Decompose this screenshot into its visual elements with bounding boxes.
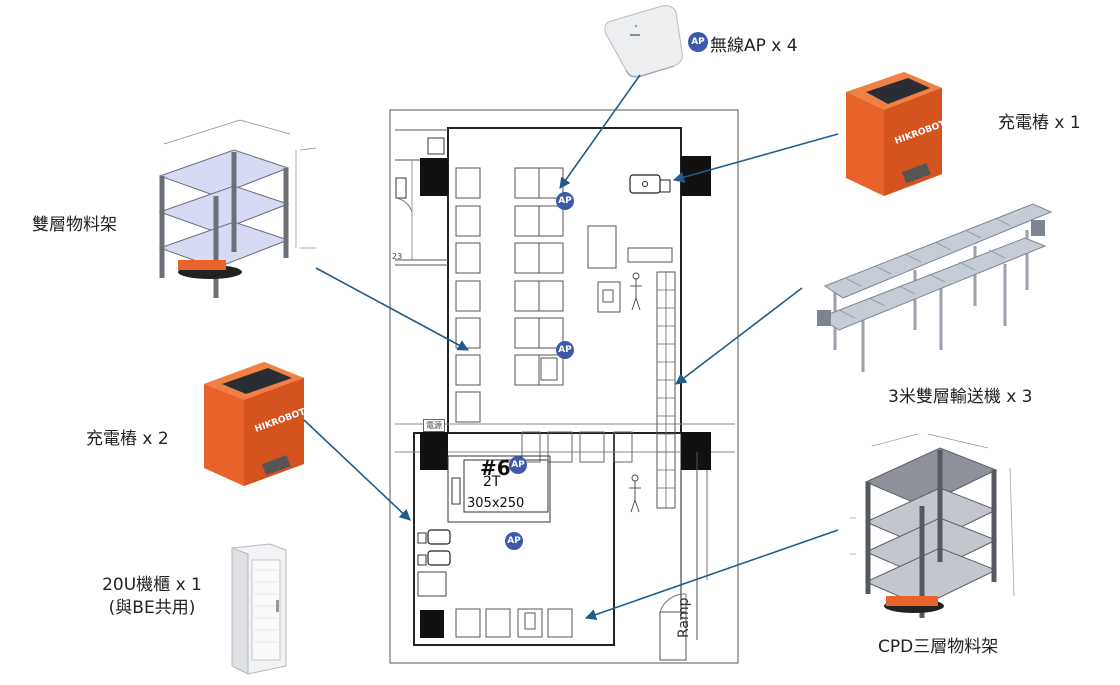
wireless-ap-image	[604, 5, 683, 78]
cabinet-label-line1: 20U機櫃 x 1	[102, 575, 202, 595]
zone-id: #6	[480, 456, 511, 480]
charging-pile-label-2: 充電樁 x 2	[86, 429, 169, 449]
triple-rack-image	[850, 433, 1015, 618]
power-sign: 電源	[423, 419, 445, 432]
ap-marker-4: AP	[505, 532, 523, 550]
charging-pile-image-2: HIKROBOT	[204, 362, 308, 486]
ap-marker-3: AP	[509, 456, 527, 474]
ap-legend-icon: AP	[688, 32, 708, 52]
ap-marker-1: AP	[556, 192, 574, 210]
conveyor-image	[817, 203, 1053, 372]
wireless-ap-label: 無線AP x 4	[710, 36, 798, 56]
charging-pile-label-1: 充電樁 x 1	[998, 113, 1081, 133]
zone-dimensions: 305x250	[467, 496, 525, 511]
room-number: 23	[392, 252, 403, 261]
zone-capacity: 2T	[483, 474, 501, 490]
cabinet-label-line2: (與BE共用)	[108, 598, 196, 618]
cabinet-image	[231, 543, 287, 675]
double-rack-image	[158, 119, 317, 298]
double-rack-label: 雙層物料架	[32, 215, 117, 235]
triple-rack-label: CPD三層物料架	[878, 637, 999, 657]
charging-pile-image-1: HIKROBOT	[846, 72, 948, 196]
conveyor-label: 3米雙層輸送機 x 3	[888, 387, 1033, 407]
ramp-label: Ramp	[676, 597, 692, 638]
ap-marker-2: AP	[556, 341, 574, 359]
